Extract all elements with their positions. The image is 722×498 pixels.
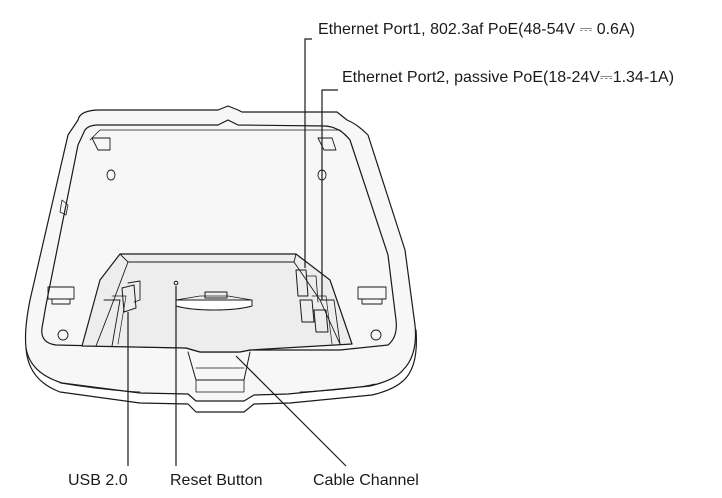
leader-port2 (321, 89, 338, 300)
label-reset-button: Reset Button (170, 472, 263, 489)
leader-port1 (304, 38, 312, 268)
label-ethernet-port2: Ethernet Port2, passive PoE(18-24V⎓1.34-… (342, 69, 675, 86)
base-rim (25, 329, 417, 413)
label-ethernet-port1: Ethernet Port1, 802.3af PoE(48-54V ⎓ 0.6… (318, 21, 635, 38)
inner-rim (41, 119, 397, 353)
label-cable-channel: Cable Channel (313, 472, 419, 489)
leader-cable (235, 355, 347, 467)
label-usb: USB 2.0 (68, 472, 128, 489)
